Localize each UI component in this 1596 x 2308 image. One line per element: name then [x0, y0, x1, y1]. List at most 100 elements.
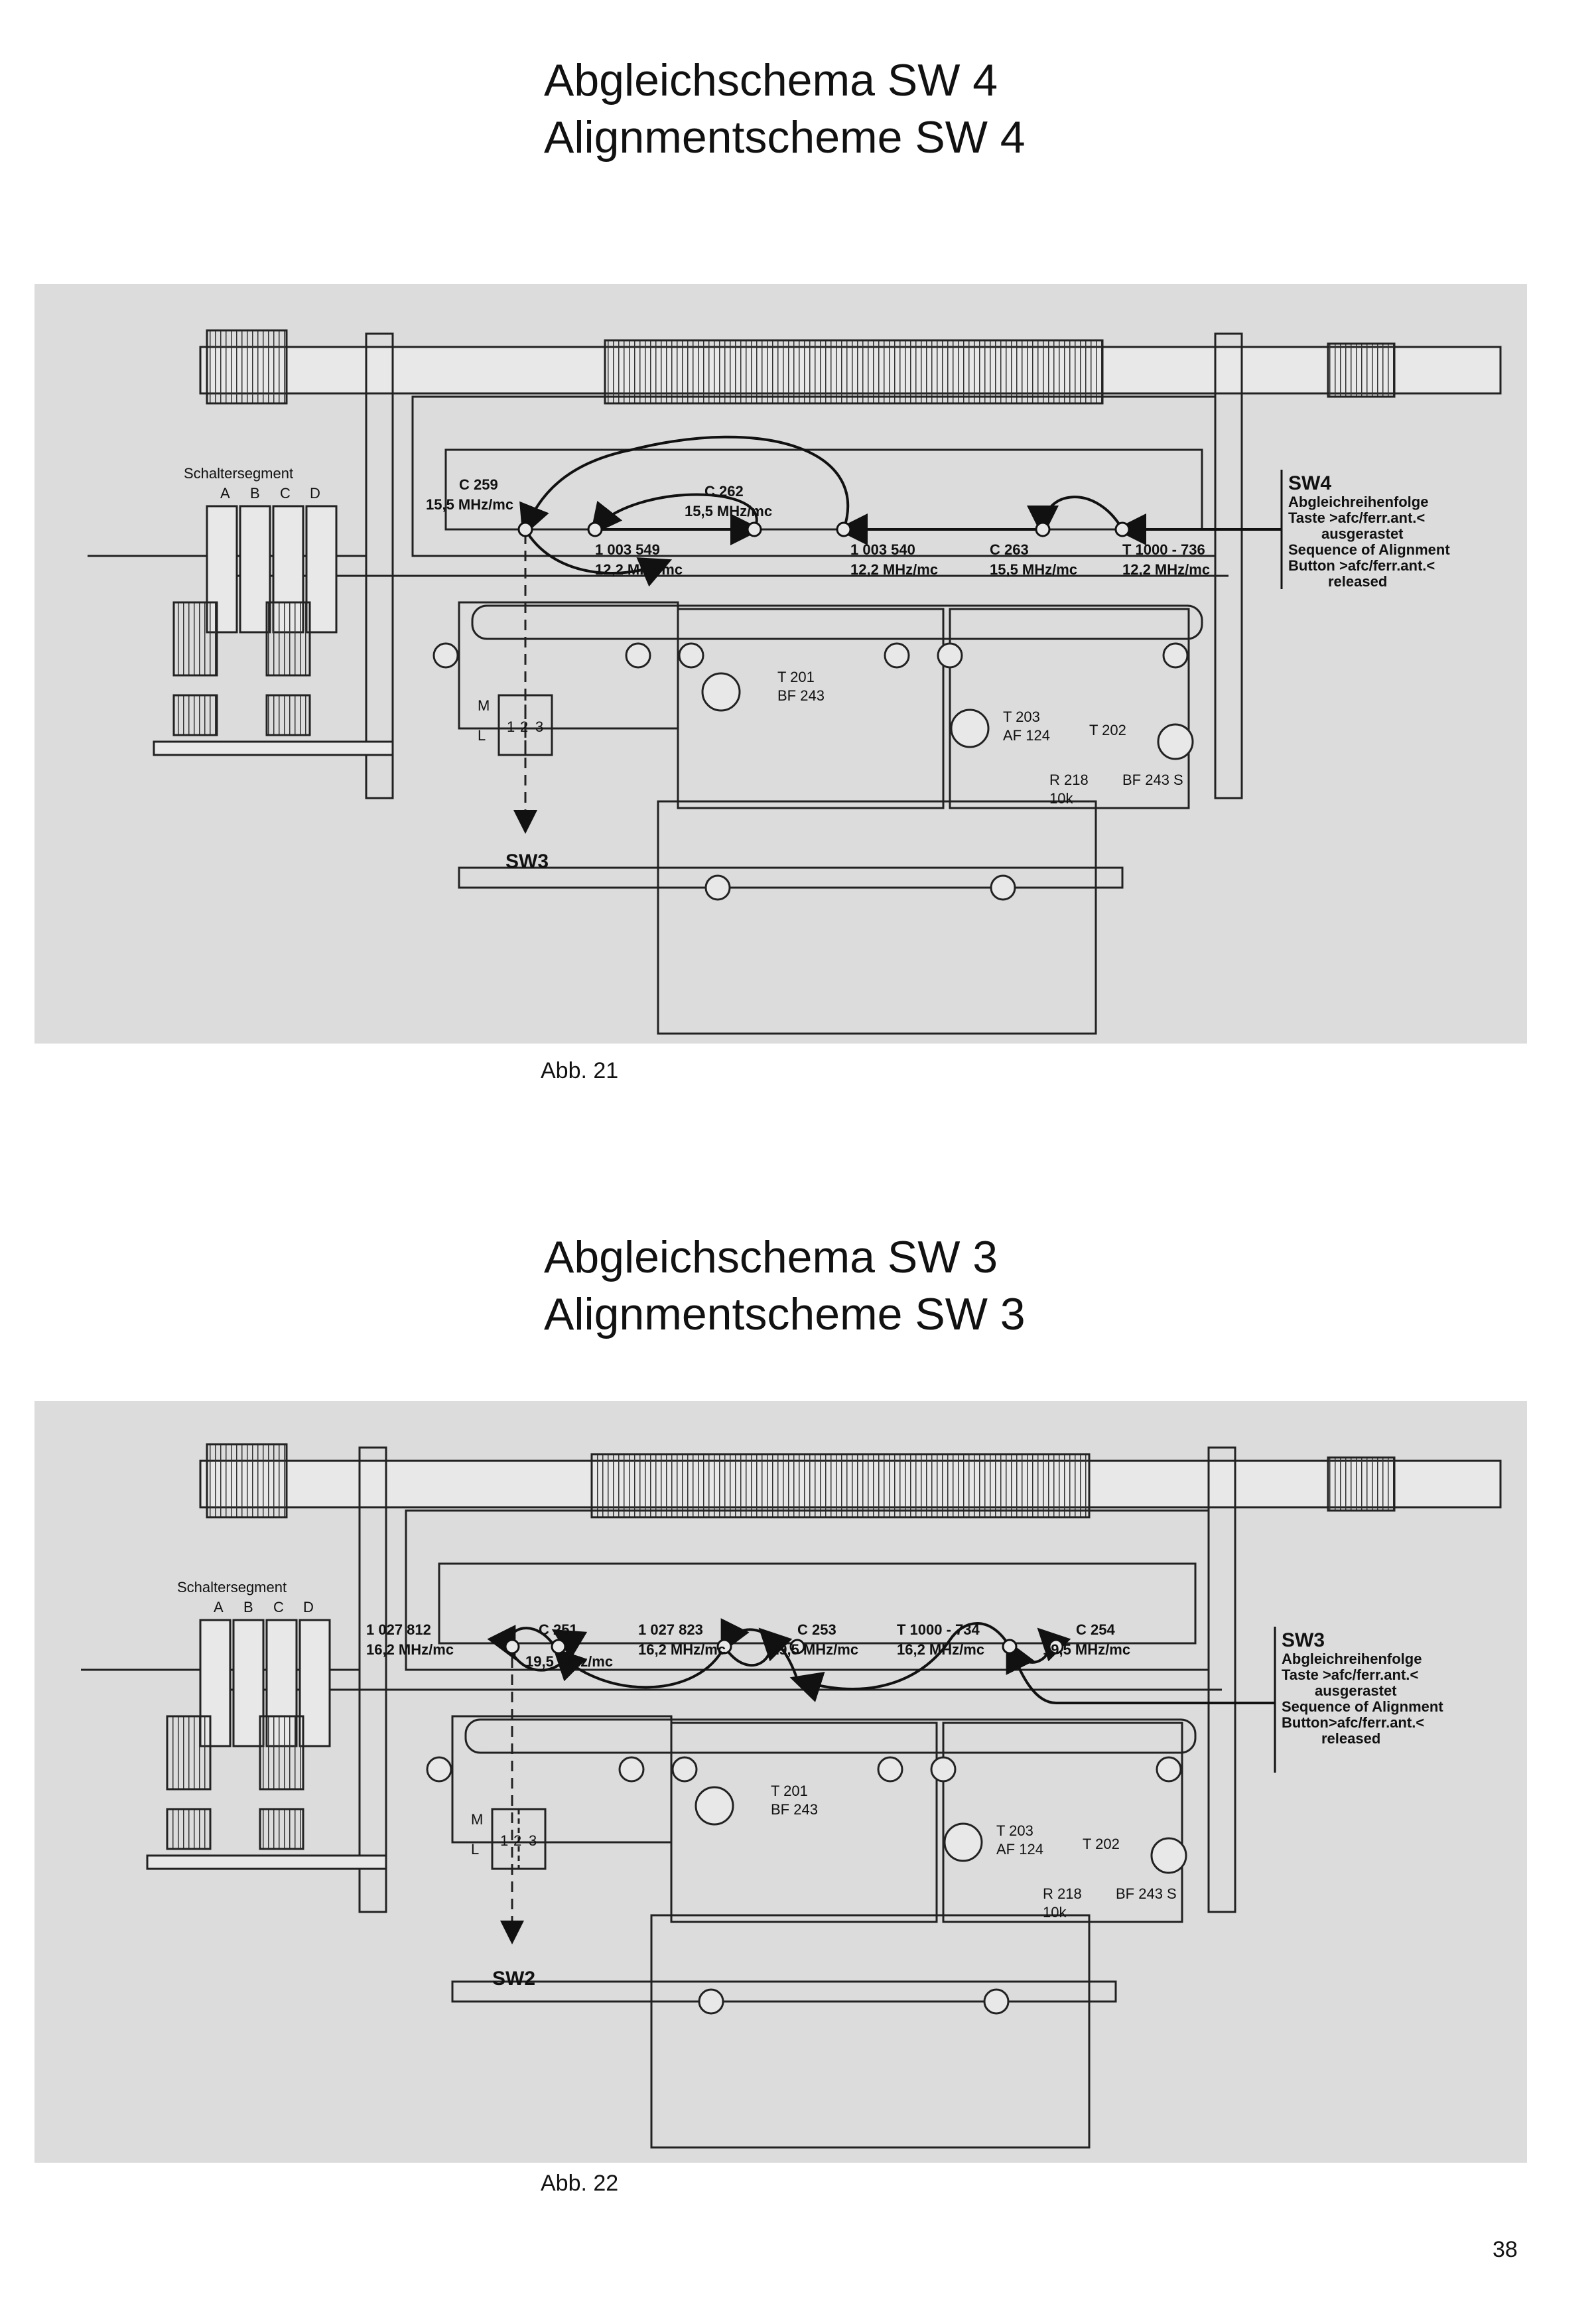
switch-labels: M L 1 2 3 [478, 697, 543, 744]
component-r218: R 218 [1043, 1885, 1082, 1902]
chassis [81, 1509, 1222, 2149]
legend-line-4: Sequence of Alignment [1282, 1698, 1443, 1715]
figure1-drawing: Schaltersegment A B C D M L 1 2 3 SW3 [88, 329, 1502, 1035]
switch-label-3: 3 [535, 718, 543, 735]
point-freq-1003540: 12,2 MHz/mc [850, 561, 938, 578]
figure1-title-en: Alignmentscheme SW 4 [544, 112, 1026, 163]
point-label-c259: C 259 [459, 476, 498, 493]
point-freq-c259: 15,5 MHz/mc [426, 496, 513, 513]
segment-letter-a: A [214, 1599, 224, 1615]
screws [432, 642, 1194, 901]
alignment-points [504, 1639, 1064, 1655]
legend-line-5: Button>afc/ferr.ant.< [1282, 1714, 1424, 1731]
ferrite-rod [199, 329, 1502, 799]
point-label-1003540: 1 003 540 [850, 541, 915, 558]
legend-line-3: ausgerastet [1321, 525, 1404, 542]
alignment-points [517, 521, 1130, 537]
point-label-c262: C 262 [704, 483, 744, 500]
alignment-labels: 1 027 812 16,2 MHz/mc C 251 19,5 MHz/mc … [366, 1621, 1130, 1670]
switch-label-2: 2 [513, 1832, 521, 1849]
figure1-title: Abgleichschema SW 4 Alignmentscheme SW 4 [544, 52, 1026, 166]
component-af124: AF 124 [996, 1841, 1043, 1858]
point-label-c263: C 263 [990, 541, 1029, 558]
point-label-t1000-734: T 1000 - 734 [897, 1621, 980, 1638]
figure1-diagram: Schaltersegment A B C D M L 1 2 3 SW3 [34, 284, 1527, 1044]
schaltersegment-label: Schaltersegment [177, 1579, 287, 1595]
alignment-path [487, 1618, 1275, 1704]
point-label-c251: C 251 [539, 1621, 578, 1638]
segment-letter-d: D [310, 485, 320, 502]
point-freq-1027812: 16,2 MHz/mc [366, 1641, 454, 1658]
page-number: 38 [1493, 2237, 1518, 2262]
component-af124: AF 124 [1003, 727, 1050, 744]
chassis [88, 395, 1229, 1035]
point-freq-1027823: 16,2 MHz/mc [638, 1641, 726, 1658]
component-10k: 10k [1043, 1904, 1067, 1921]
legend: SW4 Abgleichreihenfolge Taste >afc/ferr.… [1288, 472, 1450, 590]
switch-labels: M L 1 2 3 [471, 1811, 537, 1858]
point-freq-c251: 19,5 MHz/mc [525, 1653, 613, 1670]
alignment-path [519, 435, 1282, 587]
screws [426, 1756, 1187, 2015]
figure2-title-en: Alignmentscheme SW 3 [544, 1289, 1026, 1339]
legend-line-6: released [1321, 1730, 1380, 1747]
point-label-1027823: 1 027 823 [638, 1621, 703, 1638]
component-t201: T 201 [777, 669, 815, 685]
next-band-label: SW2 [492, 1968, 535, 1990]
band-label: SW4 [1288, 472, 1331, 494]
legend-line-6: released [1328, 573, 1387, 590]
point-freq-t1000-734: 16,2 MHz/mc [897, 1641, 984, 1658]
segment-letters: A B C D [214, 1599, 314, 1615]
point-label-c253: C 253 [797, 1621, 836, 1638]
band-label: SW3 [1282, 1629, 1325, 1651]
figure2-drawing: Schaltersegment A B C D M L 1 2 3 SW2 [81, 1443, 1502, 2149]
component-10k: 10k [1049, 790, 1073, 807]
legend-line-4: Sequence of Alignment [1288, 541, 1450, 558]
figure1-caption: Abb. 21 [541, 1058, 619, 1083]
point-label-t1000-736: T 1000 - 736 [1122, 541, 1205, 558]
segment-letters: A B C D [220, 485, 320, 502]
switch-segment [146, 1619, 387, 1870]
component-bf243: BF 243 [777, 687, 825, 704]
switch-label-2: 2 [520, 718, 528, 735]
figure2-title: Abgleichschema SW 3 Alignmentscheme SW 3 [544, 1229, 1026, 1343]
point-freq-t1000-736: 12,2 MHz/mc [1122, 561, 1210, 578]
legend-line-2: Taste >afc/ferr.ant.< [1282, 1666, 1418, 1683]
component-r218: R 218 [1049, 772, 1089, 788]
point-label-1027812: 1 027 812 [366, 1621, 431, 1638]
switch-label-1: 1 [507, 718, 515, 735]
component-bf243s: BF 243 S [1116, 1885, 1177, 1902]
alignment-labels: C 259 15,5 MHz/mc 1 003 549 12,2 MHz/mc … [426, 476, 1210, 578]
switch-segment [153, 505, 394, 756]
band-switch [498, 516, 553, 834]
segment-letter-c: C [280, 485, 291, 502]
switch-label-l: L [478, 727, 486, 744]
ferrite-rod [199, 1443, 1502, 1913]
segment-letter-a: A [220, 485, 230, 502]
component-t202: T 202 [1083, 1836, 1120, 1852]
figure2-title-de: Abgleichschema SW 3 [544, 1232, 998, 1282]
switch-label-3: 3 [529, 1832, 537, 1849]
component-bf243s: BF 243 S [1122, 772, 1183, 788]
segment-letter-b: B [250, 485, 260, 502]
band-switch [491, 1640, 547, 1944]
segment-letter-b: B [243, 1599, 253, 1615]
point-freq-c253: 19,5 MHz/mc [771, 1641, 858, 1658]
figure2-caption: Abb. 22 [541, 2171, 619, 2196]
point-freq-1003549: 12,2 MHz/mc [595, 561, 683, 578]
switch-label-1: 1 [500, 1832, 508, 1849]
legend-line-5: Button >afc/ferr.ant.< [1288, 557, 1435, 574]
point-freq-c262: 15,5 MHz/mc [685, 503, 772, 519]
figure2-diagram: Schaltersegment A B C D M L 1 2 3 SW2 [34, 1401, 1527, 2163]
segment-letter-c: C [273, 1599, 284, 1615]
component-t203: T 203 [996, 1822, 1033, 1839]
switch-label-m: M [478, 697, 490, 714]
legend-line-1: Abgleichreihenfolge [1288, 494, 1428, 510]
component-t202: T 202 [1089, 722, 1126, 738]
schaltersegment-label: Schaltersegment [184, 465, 293, 482]
next-band-label: SW3 [505, 850, 549, 872]
point-label-c254: C 254 [1076, 1621, 1115, 1638]
component-t201: T 201 [771, 1783, 808, 1799]
point-label-1003549: 1 003 549 [595, 541, 660, 558]
switch-label-l: L [471, 1841, 479, 1858]
